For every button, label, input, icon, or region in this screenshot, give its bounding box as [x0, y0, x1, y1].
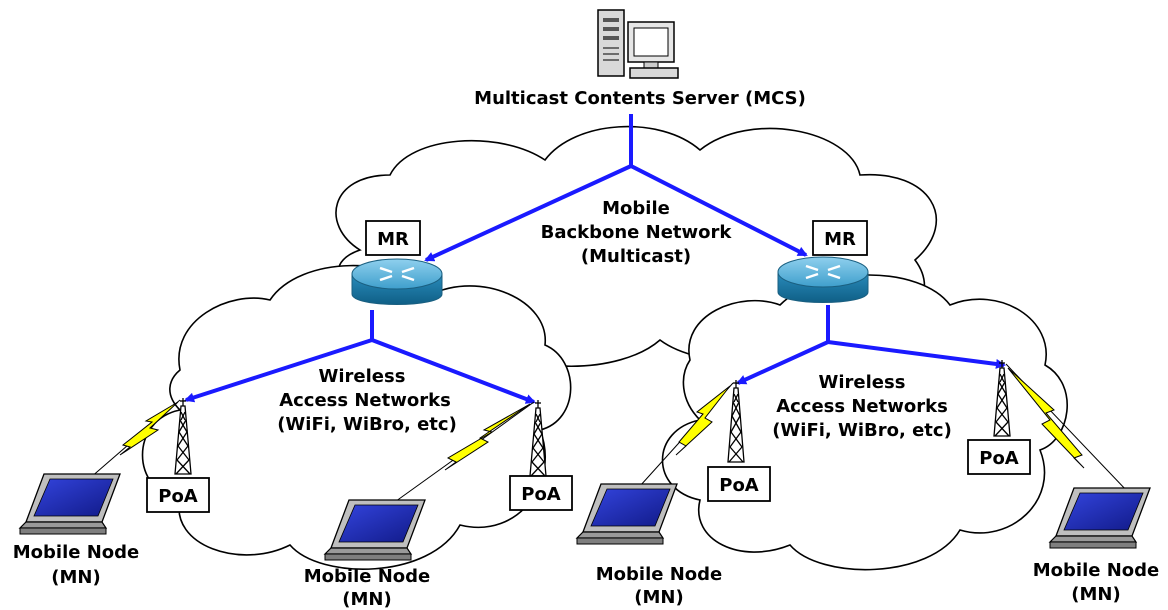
mn-2-label-line1: Mobile Node — [304, 566, 431, 587]
backbone-label-line1: Mobile — [602, 198, 670, 219]
poa-2-box — [509, 475, 573, 511]
poa-3-box — [707, 466, 771, 502]
tower-4-icon — [993, 360, 1011, 437]
left-access-label-line1: Wireless — [319, 366, 406, 387]
router-right-icon — [777, 256, 869, 303]
poa-1-box — [146, 477, 210, 513]
mn-1-label-line1: Mobile Node — [13, 542, 140, 563]
mn-4-label-line1: Mobile Node — [1033, 560, 1160, 581]
tower-3-icon — [727, 380, 745, 463]
multicast-links — [184, 114, 1006, 404]
router-left-label: MR — [377, 229, 409, 250]
right-access-label-line1: Wireless — [819, 372, 906, 393]
server-label: Multicast Contents Server (MCS) — [474, 88, 806, 109]
router-right-label: MR — [824, 229, 856, 250]
laptop-2-icon — [323, 499, 426, 561]
wireless-links — [89, 363, 1129, 505]
right-access-label-line3: (WiFi, WiBro, etc) — [772, 420, 952, 441]
backbone-label-line3: (Multicast) — [581, 246, 691, 267]
router-left-icon — [351, 258, 443, 305]
server-icon — [597, 9, 679, 79]
poa-2-label: PoA — [521, 484, 561, 505]
right-access-label-line2: Access Networks — [776, 396, 948, 417]
left-access-label-line2: Access Networks — [279, 390, 451, 411]
router-right-label-box — [812, 220, 868, 256]
left-access-label-line3: (WiFi, WiBro, etc) — [277, 414, 457, 435]
laptop-4-icon — [1048, 487, 1151, 549]
laptop-3-icon — [575, 483, 678, 545]
laptop-1-icon — [18, 473, 121, 535]
poa-1-label: PoA — [158, 486, 198, 507]
poa-3-label: PoA — [719, 475, 759, 496]
mn-2-label-line2: (MN) — [342, 589, 391, 610]
poa-4-box — [967, 439, 1031, 475]
mn-3-label-line1: Mobile Node — [596, 564, 723, 585]
mn-3-label-line2: (MN) — [634, 587, 683, 608]
backbone-label-line2: Backbone Network — [541, 222, 733, 243]
poa-4-label: PoA — [979, 448, 1019, 469]
tower-2-icon — [529, 400, 547, 477]
mn-1-label-line2: (MN) — [51, 567, 100, 588]
router-left-label-box — [365, 220, 421, 256]
tower-1-icon — [174, 398, 192, 475]
mn-4-label-line2: (MN) — [1071, 584, 1120, 605]
